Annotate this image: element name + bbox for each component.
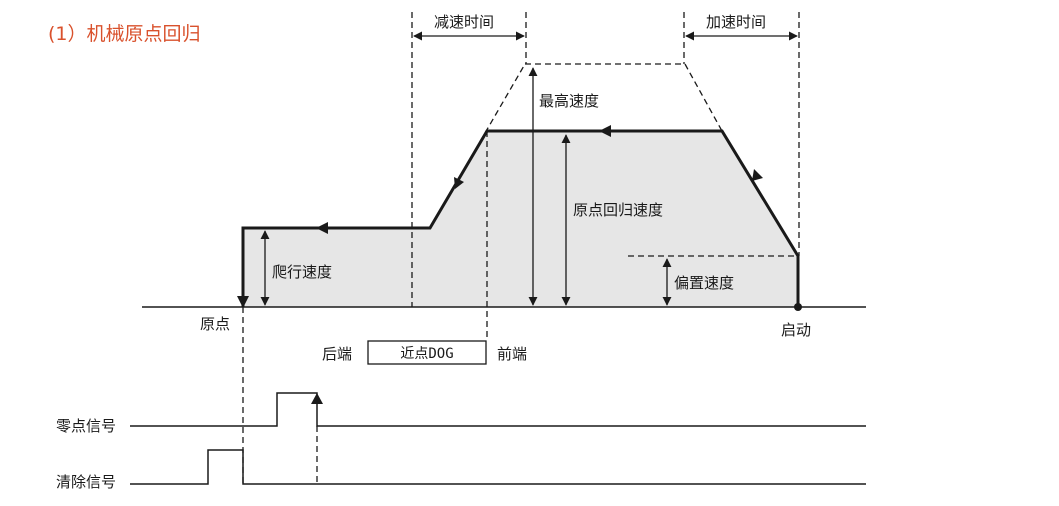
start-point <box>794 303 802 311</box>
max-speed-ramp-right <box>684 63 723 132</box>
zero-signal-edge-arrow-icon <box>311 393 323 404</box>
direction-arrow-icon <box>752 169 763 181</box>
start-label: 启动 <box>781 321 811 339</box>
clear-signal-waveform <box>130 449 866 485</box>
creep-speed-label: 爬行速度 <box>272 263 332 281</box>
zero-signal-waveform <box>130 392 866 427</box>
origin-arrow-icon <box>237 296 249 308</box>
max-speed-label: 最高速度 <box>539 92 599 110</box>
accel-time-label: 加速时间 <box>706 13 766 31</box>
origin-label: 原点 <box>200 315 230 333</box>
rear-end-label: 后端 <box>322 345 352 363</box>
home-speed-label: 原点回归速度 <box>573 201 663 219</box>
dog-box <box>367 340 487 365</box>
bias-speed-label: 偏置速度 <box>674 274 734 292</box>
direction-arrow-icon <box>454 177 464 189</box>
dog-label: 近点DOG <box>400 346 453 362</box>
clear-signal-label: 清除信号 <box>56 473 116 491</box>
direction-arrow-icon <box>316 222 328 234</box>
max-speed-ramp-left <box>429 63 526 229</box>
direction-arrow-icon <box>599 125 611 137</box>
zero-signal-label: 零点信号 <box>56 417 116 435</box>
speed-area-fill <box>243 131 798 307</box>
decel-time-label: 减速时间 <box>434 13 494 31</box>
front-end-label: 前端 <box>497 345 527 363</box>
diagram-title: (1）机械原点回归 <box>48 23 201 45</box>
